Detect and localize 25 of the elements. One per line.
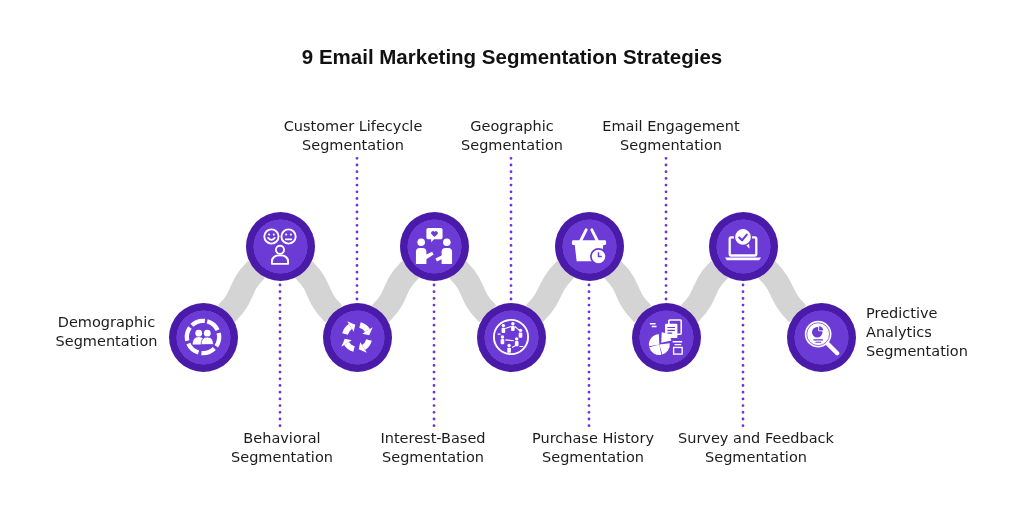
connector-band xyxy=(524,259,576,324)
connector-band xyxy=(293,259,344,324)
strategy-label: Demographic Segmentation xyxy=(55,313,158,351)
strategy-label: Predictive Analytics Segmentation xyxy=(866,303,969,361)
step-circle xyxy=(245,211,315,281)
connector-band xyxy=(679,259,730,324)
step-circle xyxy=(322,302,392,372)
connector-band xyxy=(370,259,421,324)
step-circle xyxy=(708,211,778,281)
strategy-label: Geographic Segmentation xyxy=(460,117,564,155)
connector-band xyxy=(756,259,808,324)
step-circle xyxy=(631,302,701,372)
step-circle xyxy=(399,211,469,281)
strategy-label: Email Engagement Segmentation xyxy=(601,117,741,155)
strategy-label: Survey and Feedback Segmentation xyxy=(677,429,835,467)
connector-band xyxy=(216,259,267,324)
strategy-label: Interest-Based Segmentation xyxy=(379,429,487,467)
connector-band xyxy=(602,259,653,324)
strategy-label: Customer Lifecycle Segmentation xyxy=(283,117,423,155)
step-circle xyxy=(554,211,624,281)
strategy-label: Purchase History Segmentation xyxy=(531,429,655,467)
strategy-label: Behavioral Segmentation xyxy=(230,429,334,467)
connector-band xyxy=(447,259,498,324)
diagram-title: 9 Email Marketing Segmentation Strategies xyxy=(301,45,723,69)
step-circle xyxy=(476,302,546,372)
